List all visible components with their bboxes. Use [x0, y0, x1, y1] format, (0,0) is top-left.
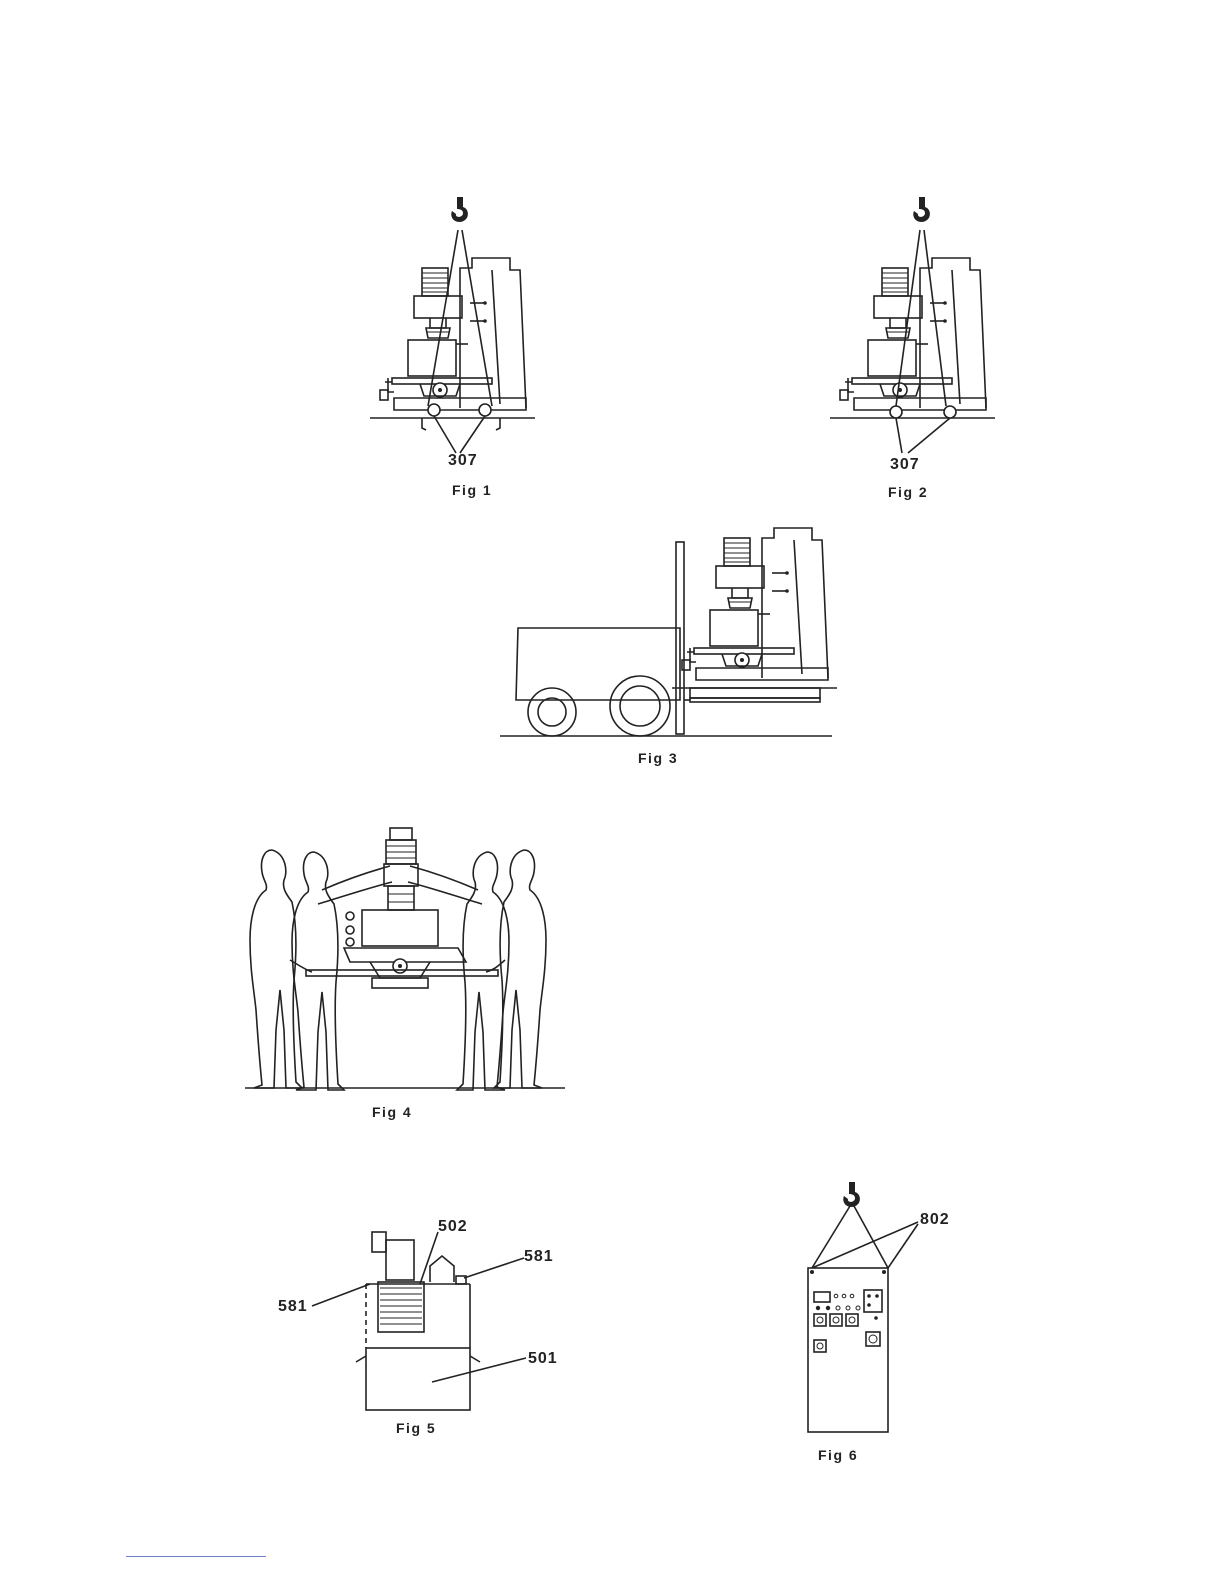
- fig4-label: Fig 4: [372, 1104, 412, 1120]
- fig5-callout-501: 501: [528, 1350, 558, 1368]
- fig5-drawing: [312, 1232, 526, 1410]
- page-edge-line: [126, 1556, 266, 1557]
- fig1-label: Fig 1: [452, 482, 492, 498]
- fig3-drawing: [500, 528, 837, 736]
- fig4-drawing: [245, 828, 565, 1090]
- fig1-drawing: [370, 197, 535, 453]
- fig3-label: Fig 3: [638, 750, 678, 766]
- fig5-callout-581-left: 581: [278, 1298, 308, 1316]
- fig2-label: Fig 2: [888, 484, 928, 500]
- fig2-drawing: [830, 197, 995, 453]
- fig6-callout-802: 802: [920, 1211, 950, 1229]
- fig2-callout-307: 307: [890, 456, 920, 474]
- fig5-callout-502: 502: [438, 1218, 468, 1236]
- fig6-label: Fig 6: [818, 1447, 858, 1463]
- fig5-label: Fig 5: [396, 1420, 436, 1436]
- fig6-drawing: [808, 1182, 918, 1432]
- fig5-callout-581-right: 581: [524, 1248, 554, 1266]
- fig1-callout-307: 307: [448, 452, 478, 470]
